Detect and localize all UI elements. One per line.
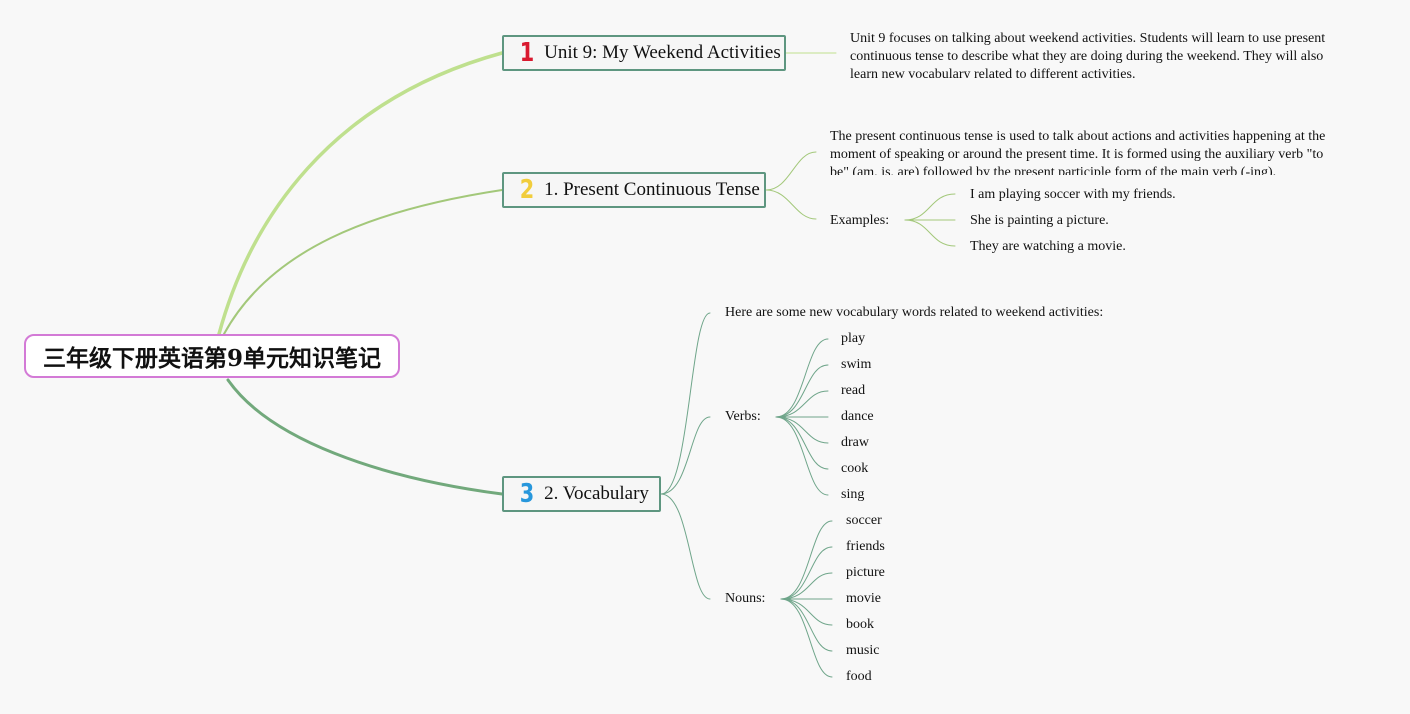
branch-line-topic-3 [226, 378, 504, 496]
leaf-line [775, 416, 829, 496]
topic-unit-overview[interactable]: 1 Unit 9: My Weekend Activities [502, 35, 786, 71]
example-item[interactable]: She is painting a picture. [970, 213, 1109, 228]
example-item[interactable]: I am playing soccer with my friends. [970, 187, 1176, 202]
number-3-icon: 3 [519, 479, 535, 509]
leaf-line [775, 338, 829, 418]
verb-item[interactable]: draw [841, 435, 869, 450]
leaf-line [765, 151, 817, 191]
noun-item[interactable]: soccer [846, 513, 882, 528]
verb-item[interactable]: cook [841, 461, 869, 476]
number-2-icon: 2 [519, 175, 535, 205]
leaf-line [775, 416, 829, 470]
leaf-line [780, 598, 833, 678]
noun-item[interactable]: picture [846, 565, 885, 580]
topic-vocabulary[interactable]: 3 2. Vocabulary [502, 476, 661, 512]
noun-item[interactable]: movie [846, 591, 881, 606]
leaf-line [780, 572, 833, 600]
leaf-line [780, 520, 833, 600]
verb-item[interactable]: dance [841, 409, 874, 424]
leaf-line [904, 219, 956, 247]
nouns-label[interactable]: Nouns: [725, 591, 766, 606]
topic-unit-overview-label: Unit 9: My Weekend Activities [544, 42, 781, 63]
branch-line-topic-2 [223, 189, 503, 335]
leaf-line [904, 193, 956, 221]
leaf-line [775, 364, 829, 418]
example-item[interactable]: They are watching a movie. [970, 239, 1126, 254]
noun-item[interactable]: food [846, 669, 872, 684]
topic-vocabulary-label: 2. Vocabulary [544, 483, 649, 504]
leaf-line [780, 546, 833, 600]
central-topic[interactable]: 三年级下册英语第9单元知识笔记 [24, 334, 400, 378]
topic-present-continuous[interactable]: 2 1. Present Continuous Tense [502, 172, 766, 208]
verb-item[interactable]: sing [841, 487, 865, 502]
branch-line-topic-1 [217, 51, 504, 336]
verbs-label[interactable]: Verbs: [725, 409, 761, 424]
central-topic-label: 三年级下册英语第9单元知识笔记 [42, 345, 381, 372]
examples-label[interactable]: Examples: [830, 213, 890, 228]
leaf-line [780, 598, 833, 626]
verb-item[interactable]: play [841, 331, 866, 346]
present-continuous-description: The present continuous tense is used to … [830, 129, 1326, 175]
leaf-line [765, 189, 817, 220]
noun-item[interactable]: music [846, 643, 880, 658]
topic-present-continuous-label: 1. Present Continuous Tense [544, 179, 760, 200]
leaf-line [780, 598, 833, 652]
noun-item[interactable]: book [846, 617, 874, 632]
verb-item[interactable]: read [841, 383, 866, 398]
leaf-line [775, 390, 829, 418]
unit-overview-description: Unit 9 focuses on talking about weekend … [850, 31, 1326, 78]
verb-item[interactable]: swim [841, 357, 872, 372]
noun-item[interactable]: friends [846, 539, 885, 554]
leaf-line [660, 312, 711, 495]
number-1-icon: 1 [519, 38, 535, 68]
leaf-line [660, 416, 711, 495]
leaf-line [660, 493, 711, 600]
vocabulary-intro[interactable]: Here are some new vocabulary words relat… [725, 305, 1104, 320]
